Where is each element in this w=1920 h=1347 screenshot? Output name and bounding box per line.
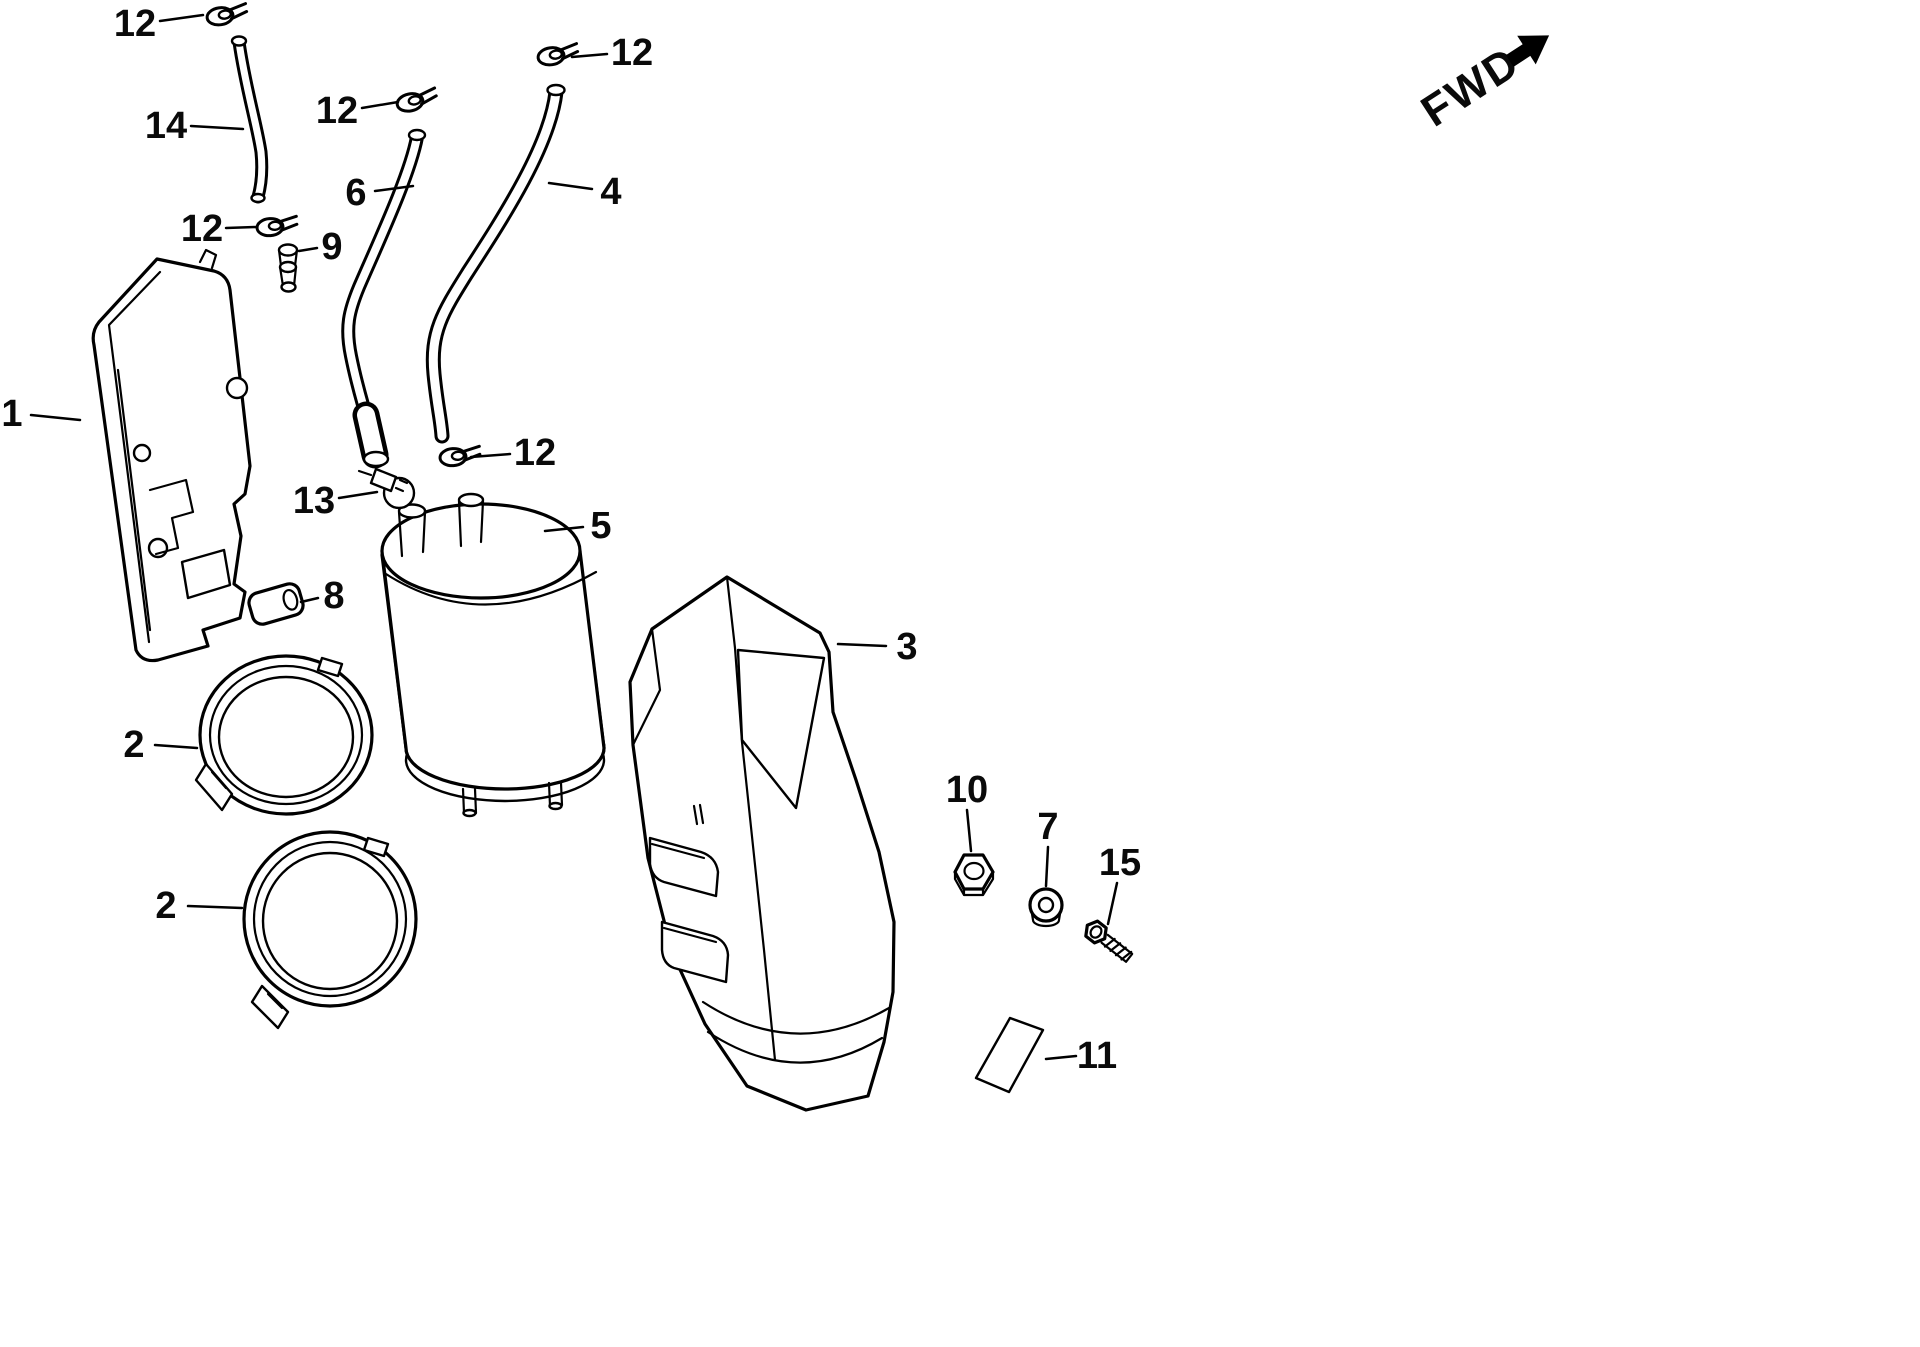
part-6-tube bbox=[341, 128, 427, 469]
callout-label-part-7: 7 bbox=[1037, 806, 1058, 848]
callout-label-part-10: 10 bbox=[946, 769, 988, 811]
callout-leader-part-12 bbox=[469, 452, 512, 459]
part-12-clip bbox=[535, 42, 581, 69]
fwd-indicator: FWD bbox=[1413, 35, 1550, 136]
part-15-screw bbox=[1084, 919, 1134, 963]
callout-leader-part-11 bbox=[1044, 1054, 1078, 1061]
callout-label-part-5: 5 bbox=[590, 505, 611, 547]
callout-label-part-3: 3 bbox=[896, 626, 917, 668]
callout-leader-part-6 bbox=[373, 184, 415, 193]
callout-label-part-1: 1 bbox=[1, 393, 22, 435]
callout-leader-part-4 bbox=[547, 181, 594, 191]
callout-leader-part-14 bbox=[189, 124, 245, 131]
callout-leader-part-7 bbox=[1044, 845, 1050, 888]
callout-leader-part-9 bbox=[297, 246, 319, 253]
callout-label-part-14: 14 bbox=[145, 105, 187, 147]
part-3-cover bbox=[628, 575, 896, 1112]
callout-leader-part-10 bbox=[965, 808, 973, 853]
callout-label-part-4: 4 bbox=[600, 171, 621, 213]
callout-leader-part-12 bbox=[360, 100, 400, 110]
callout-label-part-12: 12 bbox=[514, 432, 556, 474]
callout-leader-part-12 bbox=[158, 13, 205, 23]
part-4-tube bbox=[425, 83, 566, 444]
part-1-bracket bbox=[91, 248, 252, 663]
part-13-clamp bbox=[357, 467, 416, 510]
part-12-clip bbox=[254, 214, 300, 239]
callout-leader-part-12 bbox=[224, 225, 258, 230]
part-9-joint bbox=[277, 243, 299, 293]
callout-leader-part-2 bbox=[186, 904, 244, 910]
callout-label-part-12: 12 bbox=[181, 208, 223, 250]
part-2-band-lower bbox=[242, 830, 418, 1030]
callout-leader-part-5 bbox=[543, 525, 585, 533]
callout-label-part-12: 12 bbox=[114, 3, 156, 45]
callout-leader-part-8 bbox=[299, 596, 320, 604]
part-10-nut bbox=[953, 853, 995, 897]
callout-layer: 12 14 12 12 6 4 12 9 1 12 13 5 8 3 2 10 7 15 2 11 bbox=[1, 3, 1141, 1077]
callout-label-part-8: 8 bbox=[323, 575, 344, 617]
callout-label-part-6: 6 bbox=[345, 172, 366, 214]
callout-leader-part-15 bbox=[1106, 881, 1119, 926]
callout-leader-part-1 bbox=[29, 413, 82, 422]
callout-label-part-2: 2 bbox=[155, 885, 176, 927]
part-2-band-upper bbox=[194, 654, 374, 816]
callout-leader-part-13 bbox=[337, 490, 379, 500]
callout-label-part-15: 15 bbox=[1099, 842, 1141, 884]
part-14-tube bbox=[230, 35, 269, 204]
fwd-arrow-icon bbox=[1505, 35, 1550, 67]
callout-leader-part-2 bbox=[153, 743, 199, 750]
part-8-rubber bbox=[247, 582, 305, 626]
callout-label-part-9: 9 bbox=[321, 226, 342, 268]
part-7-grommet bbox=[1028, 887, 1064, 928]
callout-leader-part-3 bbox=[836, 642, 888, 648]
part-11-label bbox=[974, 1016, 1045, 1094]
callout-label-part-2: 2 bbox=[123, 724, 144, 766]
part-5-pump-canister bbox=[380, 492, 606, 818]
part-12-clip bbox=[393, 86, 440, 115]
callout-label-part-12: 12 bbox=[611, 32, 653, 74]
callout-label-part-12: 12 bbox=[316, 90, 358, 132]
part-12-clip bbox=[204, 2, 250, 29]
callout-label-part-13: 13 bbox=[293, 480, 335, 522]
callout-label-part-11: 11 bbox=[1077, 1035, 1117, 1077]
callout-leader-part-12 bbox=[570, 52, 609, 59]
